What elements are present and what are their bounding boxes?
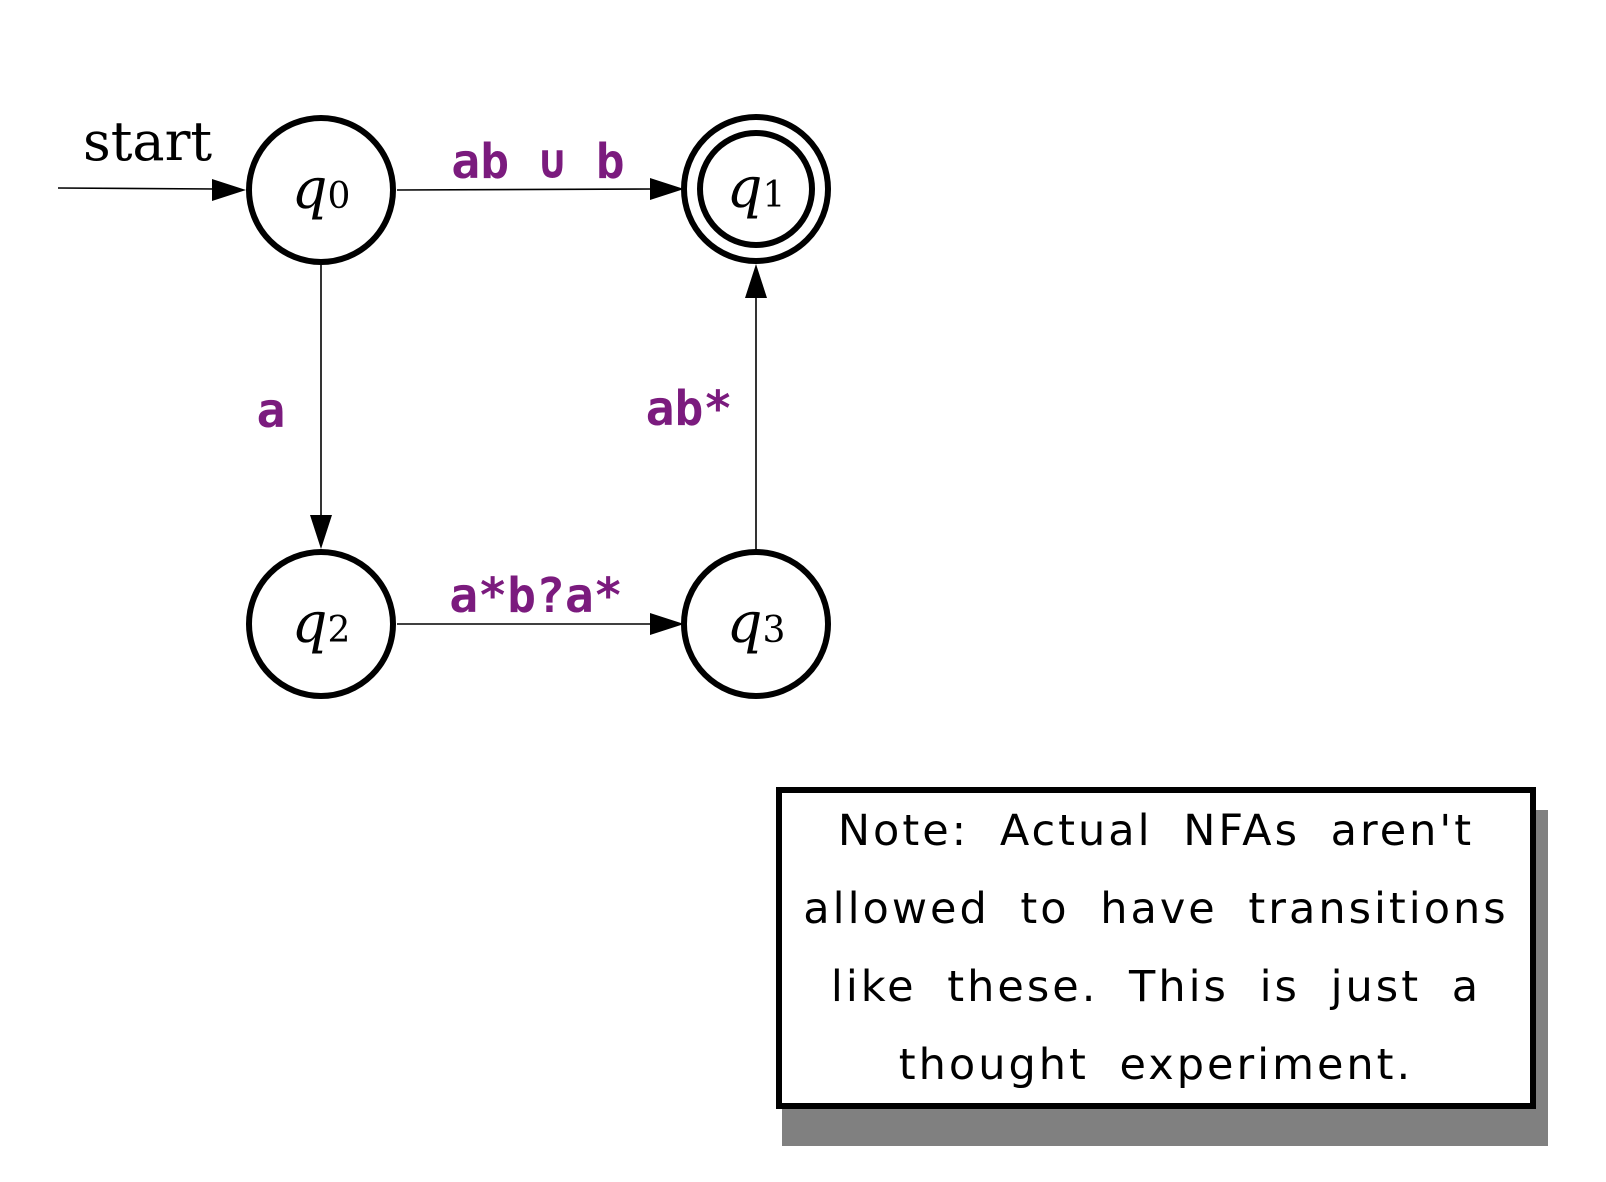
state-q2-label: q2 [292,591,351,656]
state-q3-label: q3 [727,591,786,656]
start-arrow [57,187,217,190]
transition-label-q2-q3: a*b?a* [449,568,622,624]
note-box: Note: Actual NFAs aren't allowed to have… [776,787,1536,1109]
state-q3-circle [681,549,831,699]
state-q3: q3 [681,549,831,699]
transition-label-q3-q1: ab* [646,381,733,437]
state-q2: q2 [246,549,396,699]
note-text: Note: Actual NFAs aren't allowed to have… [796,792,1516,1104]
start-label: start [83,110,212,173]
state-q0-circle [246,115,396,265]
state-q1-inner-circle [697,130,815,248]
arrowhead-q2-q3 [650,613,684,635]
start-arrowhead [212,179,246,201]
note-line: allowed to have transitions [803,884,1509,934]
arrowhead-q3-q1 [745,264,767,298]
note-line: thought experiment. [898,1040,1414,1090]
state-q0: q0 [246,115,396,265]
state-q1: q1 [681,114,831,264]
arrowhead-q0-q1 [650,178,684,200]
arrowhead-q0-q2 [310,515,332,549]
note-line: Note: Actual NFAs aren't [837,806,1475,856]
note-line: like these. This is just a [830,962,1482,1012]
transition-label-q0-q2: a [257,383,286,439]
state-q1-label: q1 [727,156,786,221]
state-q0-label: q0 [292,157,351,222]
state-q2-circle [246,549,396,699]
edge-q0-q1 [396,188,655,191]
transition-label-q0-q1: ab ∪ b [451,134,624,190]
